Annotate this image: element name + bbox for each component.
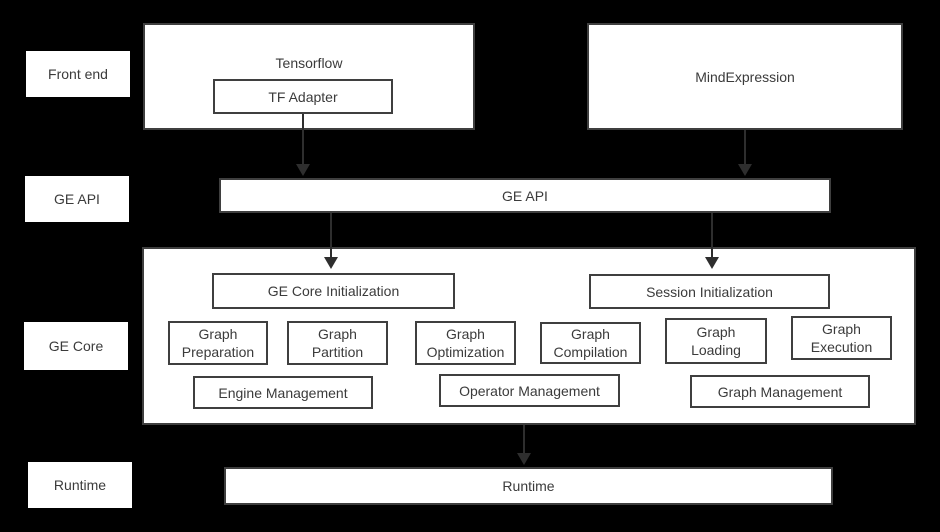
ge-api-box: GE API bbox=[219, 178, 831, 213]
layer-label-runtime: Runtime bbox=[28, 462, 132, 508]
arrow-stem bbox=[330, 213, 332, 257]
arrow-ge-core-to-runtime bbox=[517, 425, 531, 465]
layer-label-front-end: Front end bbox=[26, 51, 130, 97]
graph-management-box: Graph Management bbox=[690, 375, 870, 408]
session-initialization-box: Session Initialization bbox=[589, 274, 830, 309]
graph-compilation-box: Graph Compilation bbox=[540, 322, 641, 364]
ge-core-initialization-box: GE Core Initialization bbox=[212, 273, 455, 309]
tensorflow-box: Tensorflow TF Adapter bbox=[143, 23, 475, 130]
layer-label-ge-core: GE Core bbox=[24, 322, 128, 370]
graph-partition-box: Graph Partition bbox=[287, 321, 388, 365]
arrow-tf-adapter-to-ge-api bbox=[296, 114, 310, 176]
arrow-mindexpression-to-ge-api bbox=[738, 130, 752, 176]
arrow-head-icon bbox=[324, 257, 338, 269]
tf-adapter-box: TF Adapter bbox=[213, 79, 393, 114]
graph-preparation-box: Graph Preparation bbox=[168, 321, 268, 365]
arrow-head-icon bbox=[705, 257, 719, 269]
engine-management-box: Engine Management bbox=[193, 376, 373, 409]
arrow-head-icon bbox=[738, 164, 752, 176]
arrow-stem bbox=[523, 425, 525, 453]
graph-optimization-box: Graph Optimization bbox=[415, 321, 516, 365]
arrow-head-icon bbox=[517, 453, 531, 465]
ge-core-box: GE Core Initialization Session Initializ… bbox=[142, 247, 916, 425]
arrow-stem bbox=[744, 130, 746, 164]
runtime-box: Runtime bbox=[224, 467, 833, 505]
arrow-ge-api-to-session-init bbox=[705, 213, 719, 269]
arrow-head-icon bbox=[296, 164, 310, 176]
tensorflow-label: Tensorflow bbox=[275, 55, 343, 71]
graph-execution-box: Graph Execution bbox=[791, 316, 892, 360]
arrow-ge-api-to-ge-core-init bbox=[324, 213, 338, 269]
operator-management-box: Operator Management bbox=[439, 374, 620, 407]
arrow-stem bbox=[711, 213, 713, 257]
layer-label-ge-api: GE API bbox=[25, 176, 129, 222]
mindexpression-box: MindExpression bbox=[587, 23, 903, 130]
graph-loading-box: Graph Loading bbox=[665, 318, 767, 364]
arrow-stem bbox=[302, 114, 304, 164]
